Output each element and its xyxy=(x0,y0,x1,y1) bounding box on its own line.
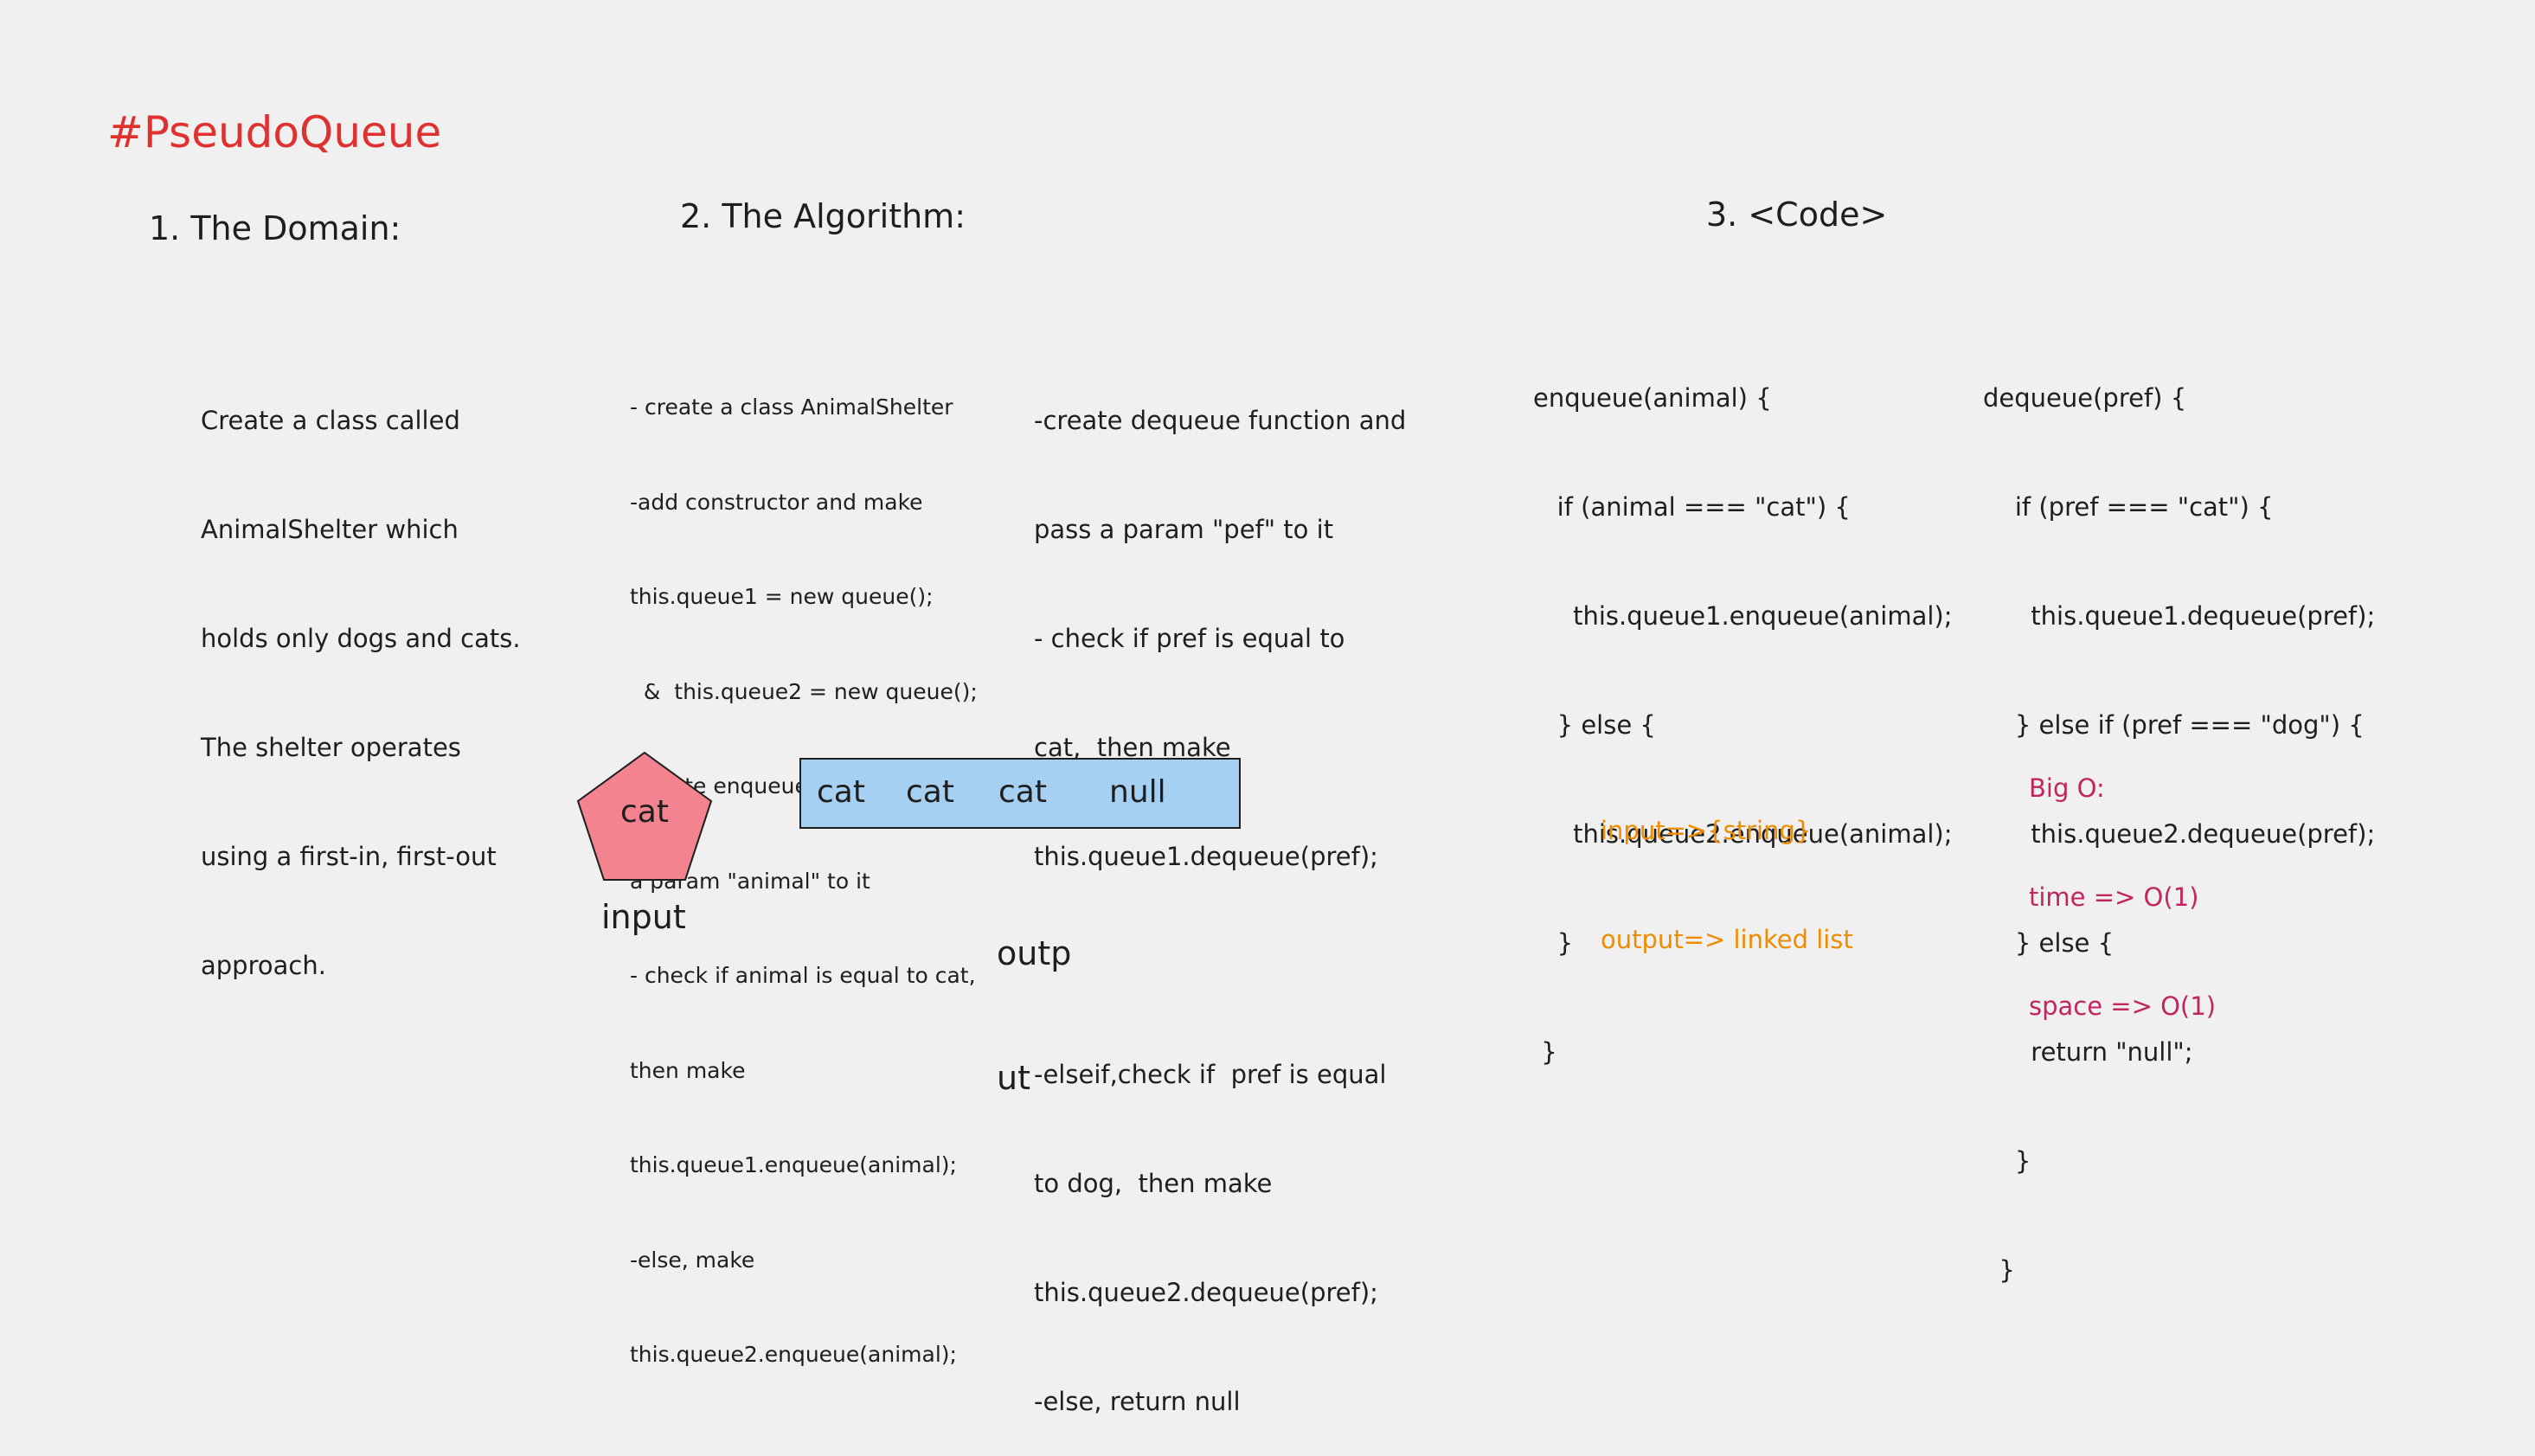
domain-line: Create a class called xyxy=(201,406,460,435)
output-caption: outp ut xyxy=(997,850,1071,1140)
domain-description: Create a class called AnimalShelter whic… xyxy=(201,330,521,1020)
queue-item: cat xyxy=(906,774,954,810)
output-queue-box: cat cat cat null xyxy=(799,758,1241,829)
code-line: } else if (pref === "dog") { xyxy=(1983,710,2365,740)
algorithm-line: -elseif,check if pref is equal xyxy=(1034,1060,1387,1089)
dequeue-code-block: dequeue(pref) { if (pref === "cat") { th… xyxy=(1983,307,2375,1325)
domain-line: approach. xyxy=(201,951,326,980)
code-line: this.queue1.enqueue(animal); xyxy=(1533,601,1953,631)
algorithm-line: - check if animal is equal to cat, xyxy=(630,963,976,988)
algorithm-line: then make xyxy=(630,1057,746,1083)
domain-line: AnimalShelter which xyxy=(201,515,459,544)
code-line: } else { xyxy=(1533,710,1656,740)
algorithm-line: this.queue2.enqueue(animal); xyxy=(630,1342,957,1367)
domain-heading: 1. The Domain: xyxy=(149,209,401,247)
algorithm-line: pass a param "pef" to it xyxy=(1034,515,1334,544)
algorithm-line: -add constructor and make xyxy=(630,489,923,515)
code-line: } xyxy=(1533,928,1574,958)
algorithm-line: to dog, then make xyxy=(1034,1169,1273,1198)
algorithm-line: this.queue1.dequeue(pref); xyxy=(1034,842,1378,871)
domain-line: The shelter operates xyxy=(201,733,461,762)
code-line: this.queue1.dequeue(pref); xyxy=(1983,601,2376,631)
input-caption: input xyxy=(601,898,686,936)
algorithm-line: - create a class AnimalShelter xyxy=(630,394,953,420)
algorithm-line: -else, return null xyxy=(1034,1387,1241,1416)
input-shape: cat xyxy=(574,749,715,882)
big-o-space: space => O(1) xyxy=(2029,991,2217,1021)
algorithm-line: this.queue1 = new queue(); xyxy=(630,584,934,609)
algorithm-line: this.queue1.enqueue(animal); xyxy=(630,1152,957,1177)
code-line: enqueue(animal) { xyxy=(1533,383,1772,413)
algorithm-heading: 2. The Algorithm: xyxy=(680,197,966,235)
big-o-annotation: Big O: time => O(1) space => O(1) xyxy=(2029,697,2216,1061)
input-type-text: input=>{string} xyxy=(1601,816,1812,845)
code-line: return "null"; xyxy=(1983,1037,2193,1067)
algorithm-line: & this.queue2 = new queue(); xyxy=(630,678,978,704)
algorithm-line: - check if pref is equal to xyxy=(1034,624,1345,653)
code-line: this.queue2.dequeue(pref); xyxy=(1983,819,2376,849)
big-o-time: time => O(1) xyxy=(2029,882,2199,912)
algorithm-line: -create dequeue function and xyxy=(1034,406,1407,435)
pentagon-shape xyxy=(576,751,713,881)
code-heading: 3. <Code> xyxy=(1706,196,1888,234)
code-line: } xyxy=(1533,1037,1557,1067)
enqueue-code-block: enqueue(animal) { if (animal === "cat") … xyxy=(1533,307,1953,1106)
code-line: if (pref === "cat") { xyxy=(1983,492,2274,522)
big-o-heading: Big O: xyxy=(2029,773,2105,803)
algorithm-line: this.queue2.dequeue(pref); xyxy=(1034,1278,1378,1307)
code-line: if (animal === "cat") { xyxy=(1533,492,1851,522)
queue-item: cat xyxy=(817,774,865,810)
code-line: dequeue(pref) { xyxy=(1983,383,2187,413)
output-type-text: output=> linked list xyxy=(1601,925,1853,954)
output-caption-line: outp xyxy=(997,934,1072,972)
page-title: #PseudoQueue xyxy=(107,107,442,157)
algorithm-dequeue-steps: -create dequeue function and pass a para… xyxy=(1034,330,1406,1456)
algorithm-line: cat, then make xyxy=(1034,733,1231,762)
algorithm-line: -else, make xyxy=(630,1247,755,1273)
queue-item: cat xyxy=(998,774,1047,810)
domain-line: using a first-in, first-out xyxy=(201,842,497,871)
code-line: this.queue2.enqueue(animal); xyxy=(1533,819,1953,849)
code-line: } xyxy=(1983,1146,2031,1176)
code-line: } xyxy=(1983,1255,2015,1285)
domain-line: holds only dogs and cats. xyxy=(201,624,521,653)
output-caption-line: ut xyxy=(997,1059,1030,1097)
input-shape-label: cat xyxy=(620,794,669,830)
io-annotation: input=>{string} output=> linked list xyxy=(1601,740,1853,994)
algorithm-line xyxy=(1034,947,1406,984)
code-line: } else { xyxy=(1983,928,2115,958)
queue-item: null xyxy=(1109,774,1166,810)
